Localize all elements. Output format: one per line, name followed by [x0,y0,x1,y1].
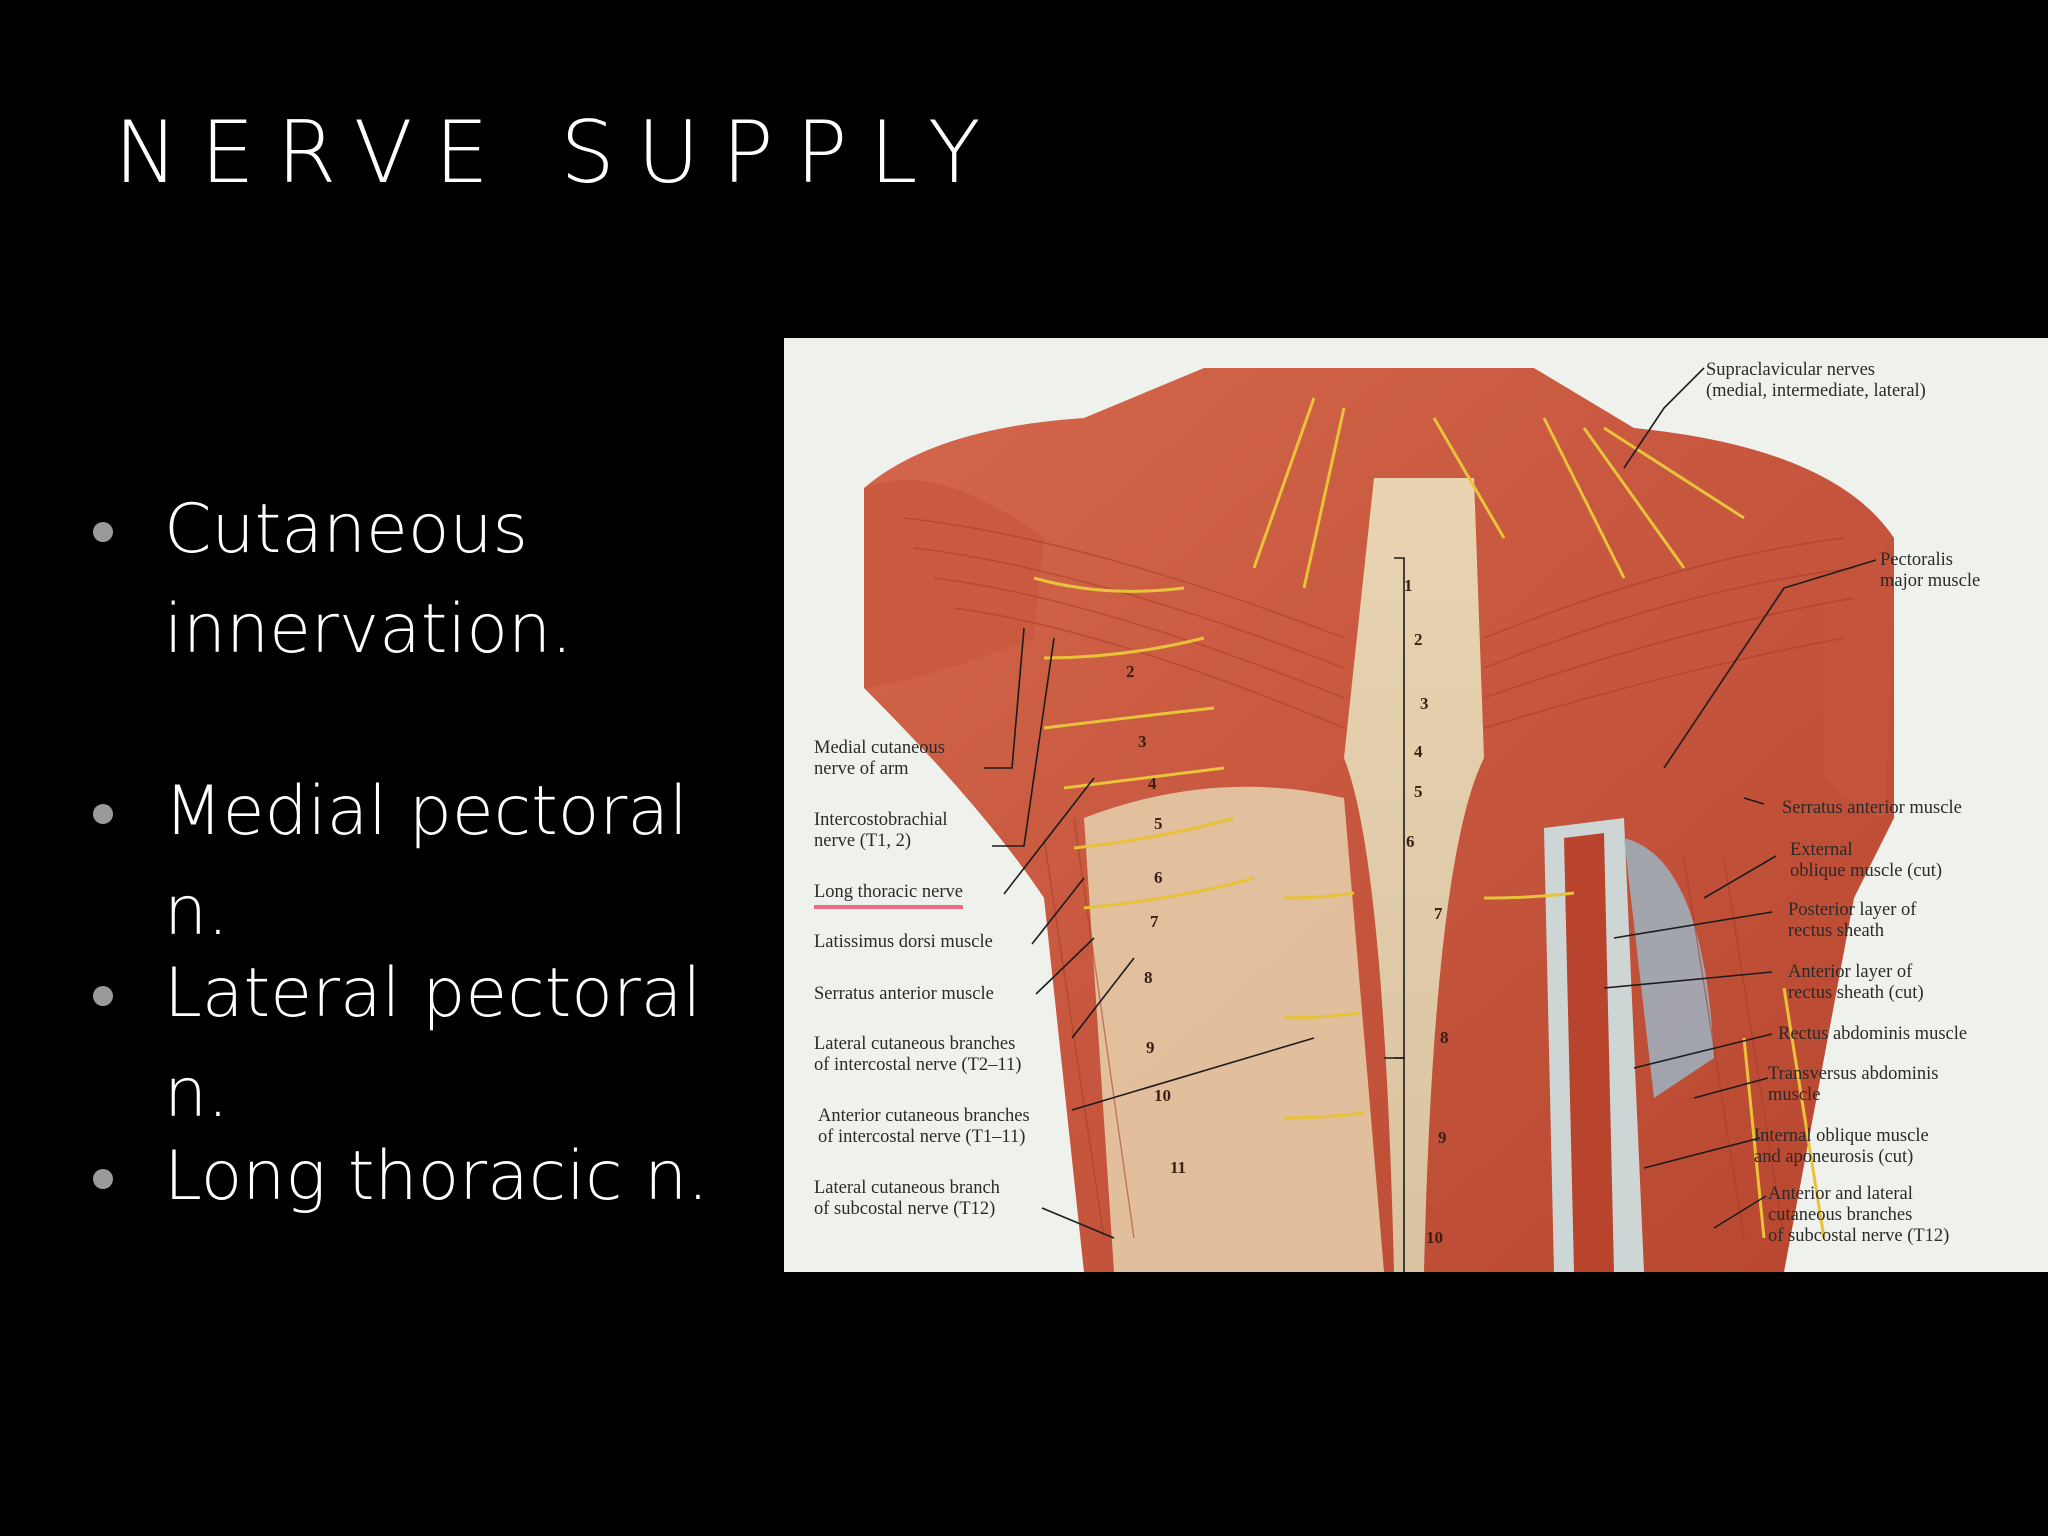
label-anterior-cutaneous-branches: Anterior cutaneous branches of intercost… [818,1106,1030,1147]
intercostal-number: 2 [1126,662,1135,681]
label-transversus-abdominis: Transversus abdominis muscle [1768,1064,1939,1105]
label-supraclavicular-nerves: Supraclavicular nerves (medial, intermed… [1706,360,1926,401]
bullet-text: Medial pectoral n. [164,772,688,951]
midline-number: 8 [1440,1028,1449,1047]
bullet-text: Long thoracic n. [164,1137,709,1216]
label-pectoralis-major: Pectoralis major muscle [1880,550,1981,591]
label-medial-cutaneous-nerve: Medial cutaneous nerve of arm [814,738,945,779]
label-long-thoracic-nerve: Long thoracic nerve [814,882,963,909]
intercostal-number: 5 [1154,814,1163,833]
intercostal-number: 3 [1138,732,1147,751]
label-lateral-cutaneous-branches: Lateral cutaneous branches of intercosta… [814,1034,1022,1075]
slide-title: NERVE SUPPLY [114,103,1003,203]
bullet-dot-icon [93,1169,113,1189]
midline-number: 6 [1406,832,1415,851]
cut-oblique [1624,838,1714,1098]
midline-number: 10 [1426,1228,1443,1247]
label-subcostal-lateral-branch: Lateral cutaneous branch of subcostal ne… [814,1178,1000,1219]
bullet-dot-icon [93,804,113,824]
intercostal-number: 7 [1150,912,1159,931]
midline-number: 7 [1434,904,1443,923]
intercostal-number: 8 [1144,968,1153,987]
bullet-text: Cutaneous innervation. [164,490,573,669]
leader-lines [984,367,1877,1272]
label-external-oblique: External oblique muscle (cut) [1790,840,1943,881]
midline-number: 4 [1414,742,1423,761]
label-latissimus-dorsi: Latissimus dorsi muscle [814,932,993,952]
bullet-dot-icon [93,986,113,1006]
anatomy-illustration: Medial cutaneous nerve of arm Intercosto… [784,338,2048,1272]
nerves [1033,397,1826,1239]
midline-number: 5 [1414,782,1423,801]
label-serratus-anterior-right: Serratus anterior muscle [1782,798,1962,818]
label-subcostal-anterior-lateral: Anterior and lateral cutaneous branches … [1768,1184,1950,1246]
label-serratus-anterior-left: Serratus anterior muscle [814,984,994,1004]
bullet-dot-icon [93,522,113,542]
abdominal-fascia [1084,786,1384,1272]
label-intercostobrachial-nerve: Intercostobrachial nerve (T1, 2) [814,810,948,851]
bullet-text: Lateral pectoral n. [164,954,702,1133]
sternum-fascia [1344,478,1484,1272]
label-internal-oblique: Internal oblique muscle and aponeurosis … [1754,1126,1929,1167]
left-arm [864,479,1044,688]
right-arm [1824,508,1894,818]
midline-number: 3 [1420,694,1429,713]
label-rectus-abdominis: Rectus abdominis muscle [1778,1024,1968,1044]
label-posterior-rectus-sheath: Posterior layer of rectus sheath [1788,900,1917,941]
label-anterior-rectus-sheath: Anterior layer of rectus sheath (cut) [1788,962,1924,1003]
intercostal-number: 11 [1170,1158,1187,1177]
midline-number: 1 [1404,576,1413,595]
torso-illustration [864,367,1894,1272]
intercostal-number: 9 [1146,1038,1155,1057]
intercostal-number: 10 [1154,1086,1171,1105]
intercostal-number: 6 [1154,868,1163,887]
midline-number: 2 [1414,630,1423,649]
midline-number: 9 [1438,1128,1447,1147]
intercostal-number: 4 [1148,774,1157,793]
